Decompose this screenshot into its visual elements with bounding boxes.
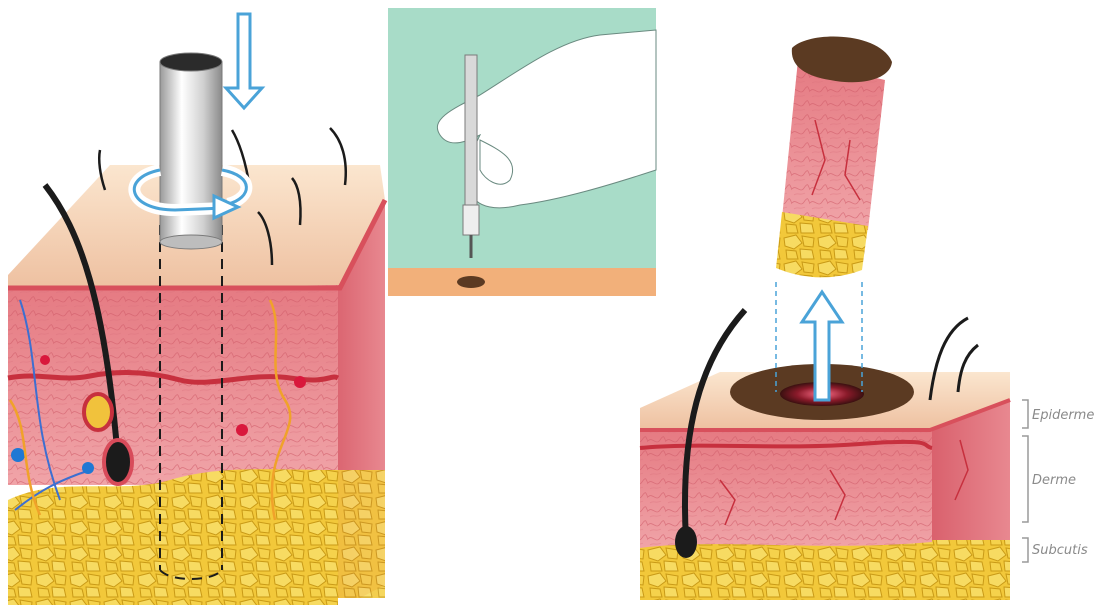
left-nerve-ending xyxy=(11,448,25,462)
core-dermis-texture xyxy=(782,60,885,230)
left-block-side-fat xyxy=(330,470,385,598)
left-blood-vessel-dot xyxy=(236,424,248,436)
left-hair-bulb xyxy=(104,440,132,484)
extracted-tissue-core xyxy=(776,36,892,277)
left-block-fat xyxy=(8,469,338,605)
epidermis-label: Epiderme xyxy=(1032,408,1094,423)
left-blood-vessel-dot xyxy=(294,376,306,388)
inset-ground xyxy=(388,268,656,296)
inset-punch-tip xyxy=(463,205,479,235)
inset-hand-punch xyxy=(388,8,656,296)
right-hair-bulb xyxy=(675,526,697,558)
epidermis-bracket xyxy=(1022,400,1028,428)
dermis-label: Derme xyxy=(1032,473,1076,488)
punch-cylinder-top xyxy=(160,53,222,71)
subcutis-bracket xyxy=(1022,538,1028,562)
right-skin-block xyxy=(640,282,1010,600)
down-arrow-icon xyxy=(226,14,262,108)
left-sebaceous-gland xyxy=(84,394,112,430)
left-skin-block xyxy=(8,14,385,605)
punch-cylinder-bottom xyxy=(160,235,222,249)
left-nerve-ending xyxy=(82,462,94,474)
right-block-side-fat xyxy=(930,540,1010,600)
dermis-bracket xyxy=(1022,436,1028,522)
inset-punch-handle xyxy=(465,55,477,205)
subcutis-label: Subcutis xyxy=(1032,543,1088,558)
left-block-dermis-texture xyxy=(8,285,338,485)
inset-biopsy-site xyxy=(457,276,485,288)
left-blood-vessel-dot xyxy=(40,355,50,365)
layer-labels: Epiderme Derme Subcutis xyxy=(1022,400,1094,562)
